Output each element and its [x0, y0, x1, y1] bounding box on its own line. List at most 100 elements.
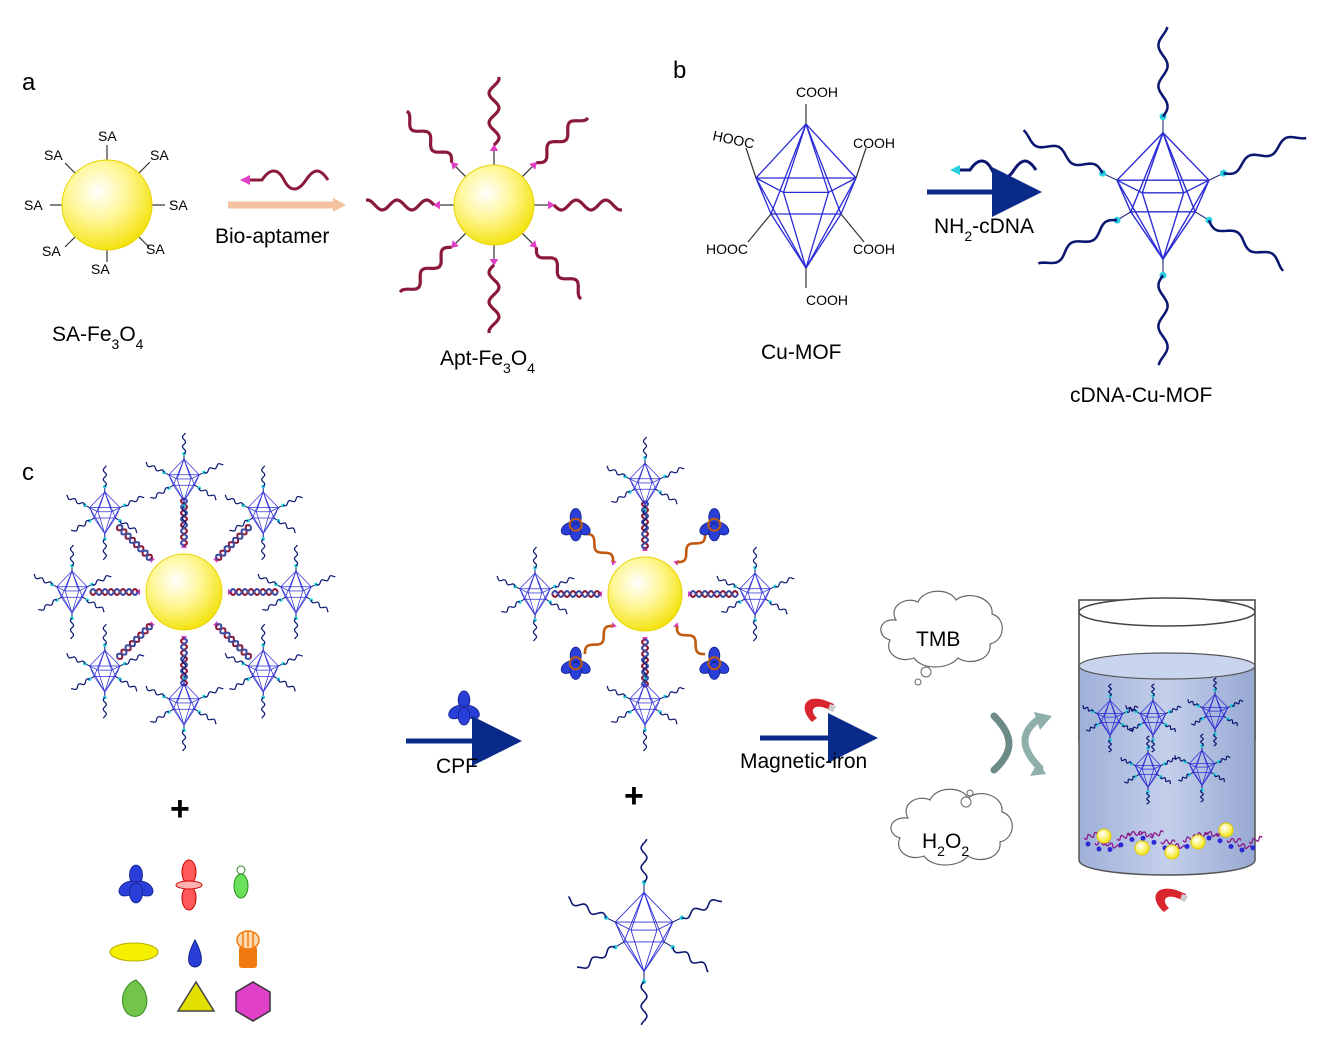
mof-edge: [247, 665, 257, 671]
cdna-strand: [1022, 129, 1104, 174]
cdna-strand: [1164, 757, 1177, 765]
cdna-strand: [283, 495, 303, 507]
mof-edge: [644, 482, 653, 506]
mof-edge: [273, 665, 279, 677]
mof-edge: [1116, 179, 1164, 260]
cdna-strand: [203, 687, 224, 698]
cdna-strand: [181, 505, 187, 528]
mof-edge: [61, 597, 73, 614]
mof-edge: [1161, 713, 1167, 723]
sediment-strand: [1138, 831, 1154, 838]
mof-edge: [754, 572, 763, 594]
mof-edge: [1207, 763, 1215, 768]
mof-edge: [168, 698, 178, 704]
cdna-strand: [102, 696, 107, 719]
sediment-bead: [1096, 828, 1112, 844]
mof-edge: [269, 507, 279, 513]
cdna-strand: [198, 711, 217, 725]
aptamer-strand: [552, 198, 623, 212]
bound-aptamer-knot: [707, 517, 722, 532]
cdna-strand: [1213, 677, 1217, 691]
mof-edge: [614, 921, 645, 972]
cdna-strand: [198, 487, 217, 501]
mof-edge: [1195, 750, 1203, 768]
cdna-strand: [89, 588, 139, 596]
sediment-bead: [1190, 834, 1206, 850]
released-cdna-cu-mof: [567, 838, 722, 1026]
sa-fe3o4-label: SA-Fe3O4: [52, 323, 144, 352]
cdna-strand: [532, 546, 538, 569]
cdna-linker: [167, 486, 171, 490]
mof-edge: [1134, 765, 1140, 775]
mof-edge: [1220, 707, 1228, 712]
mof-edge: [262, 511, 271, 534]
fe3o4-bead: [453, 164, 535, 246]
h2o2-label: H2O2: [922, 830, 969, 859]
cdna-strand: [1191, 717, 1203, 726]
mof-edge: [840, 177, 857, 215]
cdna-strand: [293, 544, 299, 567]
sa-fe3o4-particle: SA SA SA SA SA SA SA SA: [24, 128, 188, 277]
cdna-strand: [1157, 26, 1169, 118]
mof-edge: [71, 597, 83, 614]
aptamer-icon: [240, 169, 330, 191]
mof-edge: [1147, 769, 1155, 788]
mof-edge: [104, 491, 112, 512]
mof-edge: [1109, 722, 1120, 736]
cdna-strand: [1124, 775, 1136, 784]
mof-edge: [1162, 179, 1210, 260]
mof-edge: [115, 665, 121, 677]
cdna-strand: [181, 729, 187, 752]
mof-edge: [1201, 750, 1209, 768]
cooh-bond: [855, 147, 867, 179]
mof-edge: [262, 670, 271, 693]
blue-drop-analyte-icon: [188, 938, 202, 968]
clover-petal: [708, 523, 721, 542]
cdna-strand: [70, 678, 90, 691]
cdna-strand: [774, 577, 795, 588]
mof-edge: [643, 929, 658, 972]
cdna-strand: [203, 463, 224, 474]
sediment-strand: [1083, 831, 1098, 841]
sediment-dot: [1206, 835, 1212, 841]
cdna-strand: [1120, 756, 1132, 764]
cdna-strand: [277, 679, 296, 692]
mof-edge: [256, 650, 264, 671]
cdna-strand: [664, 687, 685, 698]
sediment-dot: [1228, 844, 1234, 850]
cdna-strand: [91, 575, 112, 586]
sediment-dot: [1107, 846, 1113, 852]
mof-edge: [1195, 767, 1203, 786]
cdna-strand: [66, 494, 86, 506]
mof-edge: [71, 590, 80, 614]
mof-edge: [630, 892, 645, 931]
sediment-strand: [1204, 830, 1220, 838]
plus-sign: +: [624, 777, 644, 815]
mof-edge: [1201, 707, 1207, 717]
mof-edge: [168, 458, 185, 476]
cdna-strand: [293, 617, 299, 640]
cdna-strand: [283, 654, 303, 665]
mof-edge: [637, 462, 646, 484]
mof-edge: [629, 478, 635, 490]
mof-edge: [115, 507, 121, 519]
cdna-linker: [87, 519, 92, 523]
cdna-strand: [117, 524, 152, 561]
cdna-strand: [642, 729, 648, 752]
cooh-label: COOH: [853, 241, 895, 257]
mof-edge: [805, 213, 842, 269]
sediment-strand: [1149, 830, 1164, 839]
bead-arm: [455, 166, 467, 178]
clover-petal: [708, 662, 721, 680]
cdna-strand: [145, 461, 165, 473]
mof-edge: [765, 588, 771, 600]
cdna-strand: [611, 491, 630, 503]
mof-edge: [1214, 711, 1222, 730]
sediment-bead: [1164, 844, 1180, 860]
fe3o4-bead: [145, 553, 223, 631]
mof-edge: [770, 123, 807, 215]
mof-edge: [256, 491, 264, 512]
cdna-strand: [181, 656, 187, 679]
mof-edge: [269, 665, 279, 671]
